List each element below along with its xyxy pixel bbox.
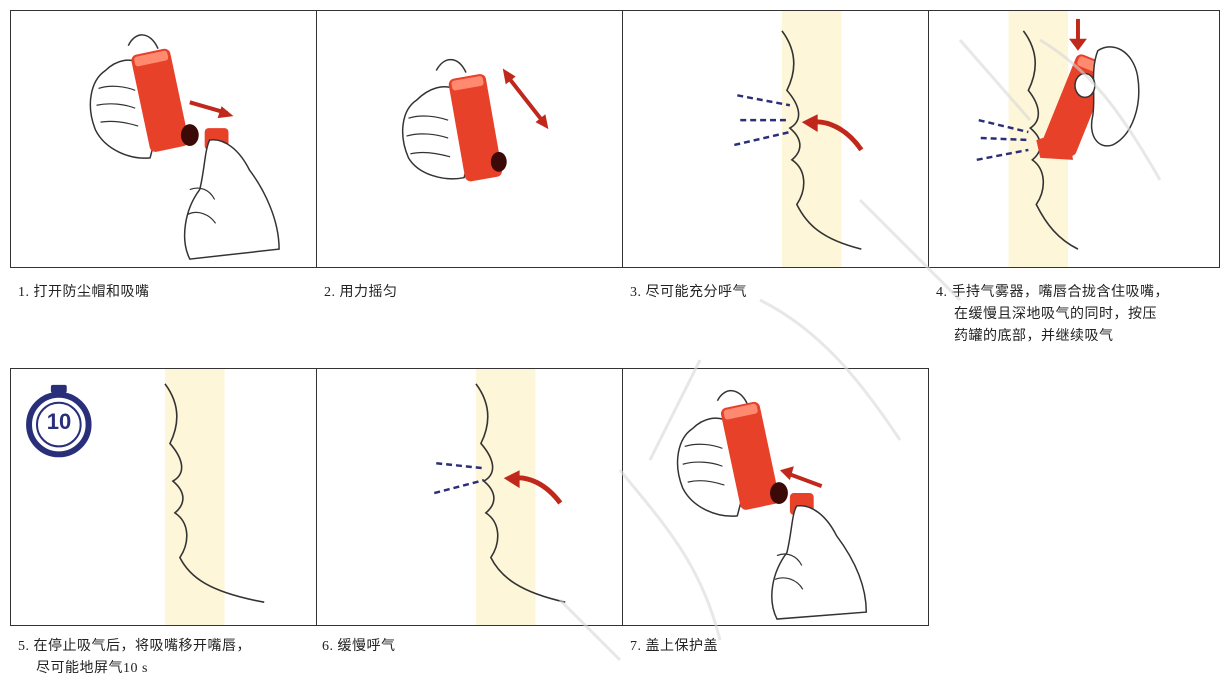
step-5-caption-line2: 尽可能地屏气10 s	[18, 658, 251, 680]
timer-value: 10	[31, 409, 87, 435]
step-4-caption-line3: 药罐的底部，并继续吸气	[936, 326, 1169, 348]
step-1-caption: 1. 打开防尘帽和吸嘴	[18, 282, 150, 304]
step-1-panel	[10, 10, 317, 268]
step-7-panel	[622, 368, 929, 626]
step-4-caption-line1: 4. 手持气雾器，嘴唇合拢含住吸嘴，	[936, 282, 1169, 304]
step-5-caption: 5. 在停止吸气后，将吸嘴移开嘴唇， 尽可能地屏气10 s	[18, 636, 251, 680]
step-4-caption: 4. 手持气雾器，嘴唇合拢含住吸嘴， 在缓慢且深地吸气的同时，按压 药罐的底部，…	[936, 282, 1169, 348]
step-3-illustration	[623, 11, 928, 267]
step-6-panel	[316, 368, 623, 626]
step-7-caption: 7. 盖上保护盖	[630, 636, 718, 658]
step-2-caption: 2. 用力摇匀	[324, 282, 398, 304]
step-1-illustration	[11, 11, 316, 267]
step-5-panel: 10	[10, 368, 317, 626]
step-6-caption: 6. 缓慢呼气	[322, 636, 396, 658]
step-4-panel	[928, 10, 1220, 268]
step-4-illustration	[929, 11, 1219, 267]
step-5-illustration	[11, 369, 316, 625]
step-3-caption: 3. 尽可能充分呼气	[630, 282, 747, 304]
step-2-panel	[316, 10, 623, 268]
step-2-illustration	[317, 11, 622, 267]
step-5-caption-line1: 5. 在停止吸气后，将吸嘴移开嘴唇，	[18, 636, 251, 658]
step-6-illustration	[317, 369, 622, 625]
step-7-illustration	[623, 369, 928, 625]
step-3-panel	[622, 10, 929, 268]
step-4-caption-line2: 在缓慢且深地吸气的同时，按压	[936, 304, 1169, 326]
